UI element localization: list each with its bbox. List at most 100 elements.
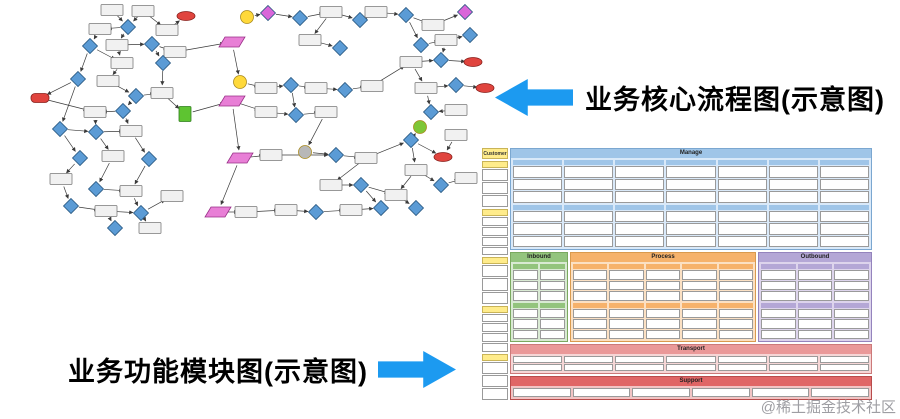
- process-box: [399, 56, 423, 68]
- module-box: [682, 270, 717, 280]
- module-section-outbound: Outbound: [758, 252, 872, 342]
- module-group: [564, 160, 614, 203]
- module-box: [513, 280, 538, 290]
- decision-diamond: [132, 204, 150, 222]
- event-circle: [413, 120, 427, 134]
- module-box: [761, 329, 796, 339]
- module-box: [666, 235, 716, 247]
- module-group: [834, 302, 869, 339]
- module-sidebar-box: [482, 361, 508, 374]
- module-group: [513, 356, 563, 371]
- module-box: [615, 166, 665, 178]
- flowchart-edge: [426, 95, 431, 105]
- flowchart-edge: [446, 141, 453, 151]
- flowchart-edge: [149, 15, 162, 26]
- module-box: [564, 191, 614, 203]
- module-box: [609, 319, 644, 329]
- module-group: [834, 264, 869, 301]
- module-box: [819, 364, 869, 371]
- module-box: [573, 270, 608, 280]
- module-group-header: [513, 160, 563, 165]
- module-box: [811, 388, 869, 397]
- module-group-header: [797, 264, 833, 269]
- module-box: [645, 280, 681, 290]
- process-box: [163, 46, 187, 58]
- decision-diamond: [372, 199, 390, 217]
- module-group: [540, 302, 565, 339]
- module-box: [513, 356, 563, 363]
- module-group: [666, 204, 716, 247]
- process-box: [384, 189, 408, 201]
- arrow-right-icon: [377, 351, 456, 388]
- flowchart-edge: [127, 100, 133, 106]
- module-box: [632, 388, 690, 397]
- module-sidebar-group-header: [482, 257, 508, 265]
- module-box: [666, 210, 716, 222]
- module-box: [768, 191, 818, 203]
- module-box: [718, 319, 753, 329]
- flowchart-edge: [134, 165, 146, 185]
- module-box: [761, 308, 796, 318]
- module-group: [573, 264, 608, 301]
- module-sidebar-box: [482, 291, 508, 304]
- module-sidebar-customer: Customer: [482, 148, 508, 400]
- module-group: [666, 356, 716, 371]
- module-group: [513, 388, 571, 397]
- flowchart-edge: [182, 41, 225, 51]
- flowchart-edge: [155, 50, 160, 57]
- module-sidebar-group: [482, 353, 508, 400]
- module-box: [609, 329, 644, 339]
- module-group: [645, 302, 681, 339]
- module-group-header: [819, 204, 869, 210]
- module-box: [615, 223, 665, 235]
- module-box: [564, 178, 614, 190]
- flowchart-edge: [47, 99, 88, 112]
- module-group-header: [768, 160, 818, 165]
- module-group: [718, 302, 753, 339]
- arrow-left-icon: [495, 79, 573, 116]
- module-group: [797, 264, 833, 301]
- decision-diamond: [119, 18, 137, 36]
- flowchart-edge: [233, 49, 240, 75]
- module-box: [666, 223, 716, 235]
- module-sidebar-box: [482, 195, 508, 208]
- terminator-ellipse: [475, 83, 495, 93]
- process-box: [444, 104, 468, 116]
- process-box: [360, 80, 384, 92]
- module-box: [768, 356, 818, 363]
- module-box: [540, 319, 565, 329]
- module-section-transport: Transport: [510, 344, 872, 374]
- module-group-header: [540, 264, 565, 269]
- module-box: [717, 210, 767, 222]
- module-box: [513, 308, 538, 318]
- module-box: [751, 388, 810, 397]
- decision-diamond: [447, 76, 465, 94]
- decision-diamond: [432, 51, 450, 69]
- module-sidebar-box: [482, 323, 508, 333]
- module-group: [564, 204, 614, 247]
- module-sidebar-group: [482, 161, 508, 208]
- start-box: [30, 93, 50, 103]
- module-group-header: [615, 160, 665, 165]
- module-box: [717, 223, 767, 235]
- data-parallelogram: [204, 206, 232, 218]
- decision-diamond: [71, 149, 89, 167]
- flowchart-edge: [133, 16, 138, 22]
- module-box: [645, 308, 681, 318]
- module-group: [819, 160, 869, 203]
- process-box: [414, 82, 438, 94]
- flowchart-edge: [448, 59, 466, 64]
- module-box: [540, 291, 565, 301]
- module-section-header: Manage: [511, 149, 871, 158]
- flowchart-edge: [46, 82, 72, 95]
- module-box: [717, 235, 767, 247]
- module-sidebar-box: [482, 236, 508, 246]
- module-group-header: [666, 204, 716, 210]
- process-box: [119, 125, 143, 137]
- module-group-header: [761, 264, 796, 269]
- module-section-support: Support: [510, 376, 872, 400]
- flowchart-edge: [64, 135, 76, 152]
- module-box: [718, 329, 753, 339]
- module-section-body: [511, 386, 871, 399]
- module-group: [797, 302, 833, 339]
